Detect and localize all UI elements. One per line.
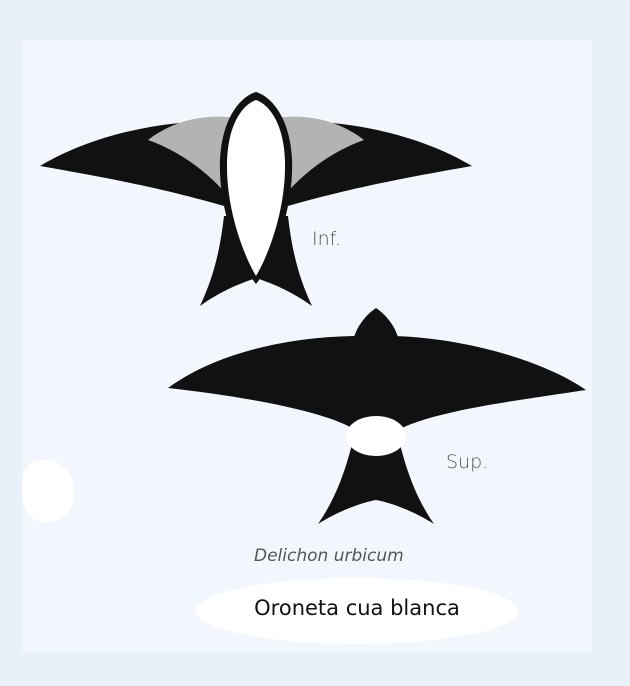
underside-bird <box>40 92 472 306</box>
upperside-bird <box>168 308 586 524</box>
upperside-label: Sup. <box>446 451 489 473</box>
white-cloud-shape <box>22 460 74 522</box>
underwing-grey-right <box>276 116 364 206</box>
white-rump <box>346 416 406 456</box>
upperside-tail <box>318 436 434 524</box>
common-name-pill <box>196 578 518 644</box>
upperside-head <box>352 308 400 350</box>
common-name: Oroneta cua blanca <box>254 596 460 620</box>
underside-wings <box>40 121 472 210</box>
underwing-grey-left <box>148 116 236 206</box>
scientific-name: Delichon urbicum <box>254 546 404 566</box>
upperside-wings <box>168 335 586 428</box>
underside-label: Inf. <box>312 228 341 250</box>
underside-belly <box>226 100 286 276</box>
